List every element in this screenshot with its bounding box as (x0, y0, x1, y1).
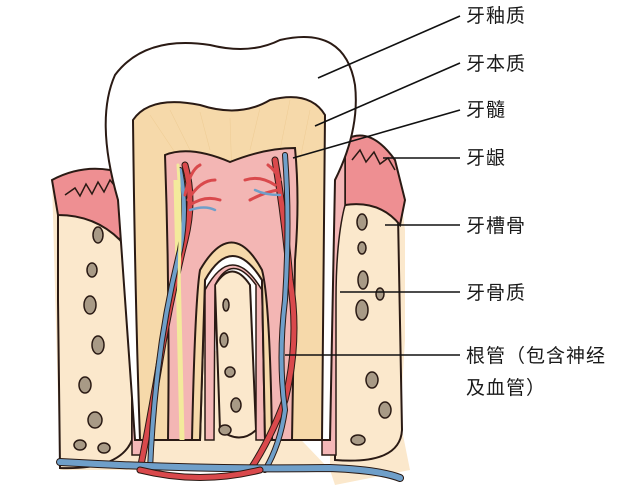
label-dentin: 牙本质 (466, 53, 527, 75)
label-enamel: 牙釉质 (466, 5, 527, 27)
leader-line-enamel (317, 15, 461, 79)
leader-line-pulp (292, 109, 461, 159)
label-cementum: 牙骨质 (466, 282, 527, 304)
root-canal-vessels (56, 152, 404, 482)
label-alveolar-bone: 牙槽骨 (466, 215, 527, 237)
label-pulp: 牙髓 (466, 99, 507, 121)
leader-lines (285, 15, 461, 356)
label-root-canal: 根管（包含神经及血管） (466, 345, 607, 399)
label-gingiva: 牙龈 (466, 147, 507, 169)
bone-spots (73, 213, 392, 454)
leader-line-dentin (314, 62, 461, 127)
